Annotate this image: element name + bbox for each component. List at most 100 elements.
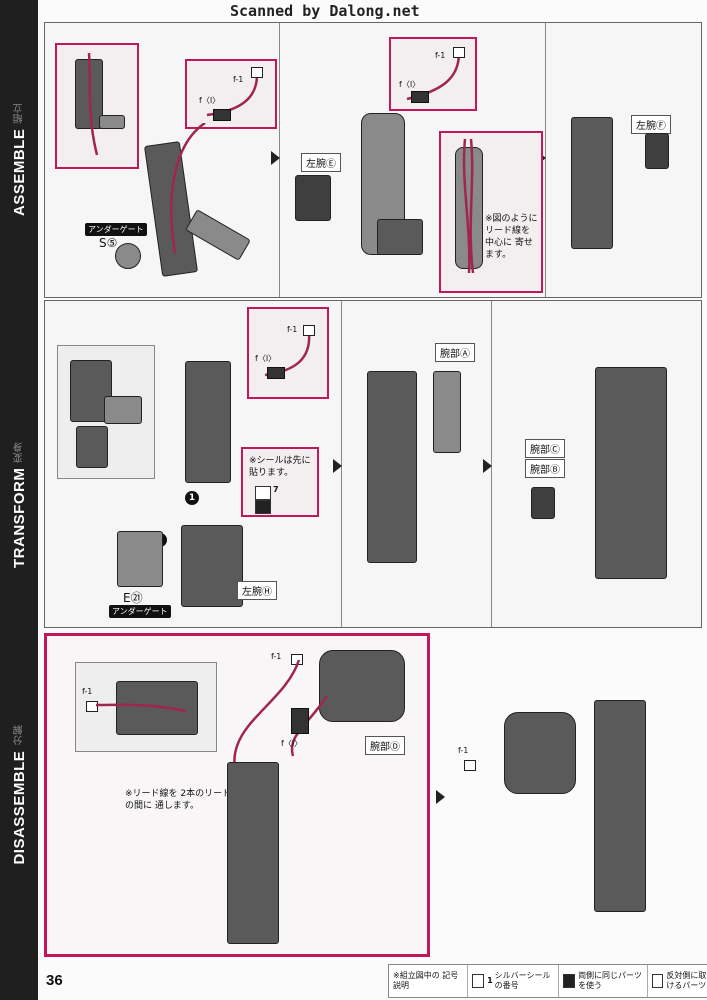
both-sides-icon bbox=[563, 974, 576, 988]
part-label: 左腕Ⓗ bbox=[237, 581, 277, 600]
part-label: 腕部Ⓓ bbox=[365, 736, 405, 755]
part-label: 左腕Ⓕ bbox=[631, 115, 671, 134]
wire-inset: f-1 f〈I〉 bbox=[185, 59, 277, 129]
arm-assembly-part bbox=[227, 762, 279, 944]
part-s5 bbox=[115, 243, 141, 269]
wire-label: f〈I〉 bbox=[199, 96, 221, 105]
page-number: 36 bbox=[46, 972, 63, 989]
wire-label: f-1 bbox=[82, 687, 93, 696]
part-label: 左腕Ⓔ bbox=[301, 153, 341, 172]
hand-part bbox=[76, 426, 108, 468]
legend-silver-seal: 1 シルバーシール の番号 bbox=[468, 965, 559, 997]
instruction-note: ※リード線を 2本のリード線の間に 通します。 bbox=[125, 789, 241, 811]
hand-part bbox=[504, 712, 576, 794]
sidebar-disassemble-en: DISASSEMBLE bbox=[10, 750, 28, 865]
detail-inset: ※図のように リード線を 中心に 寄せます。 bbox=[439, 131, 543, 293]
arm-assembly-part bbox=[367, 371, 417, 563]
sidebar-transform-jp: 変身 bbox=[13, 442, 25, 463]
transform-panel: f-1 f〈I〉 ※シールは先に 貼ります。 7 1 2 E㉑ アンダーゲート … bbox=[44, 300, 702, 628]
elbow-part bbox=[377, 219, 423, 255]
seal-note-inset: ※シールは先に 貼ります。 7 bbox=[241, 447, 319, 517]
legend-seal-number: 1 bbox=[487, 976, 493, 985]
wire-label: f-1 bbox=[233, 75, 244, 84]
legend-both-sides: 両側に同じパーツ を使う bbox=[559, 965, 648, 997]
arm-assembly-part bbox=[571, 117, 613, 249]
legend-both-sides-text: 両側に同じパーツ を使う bbox=[578, 971, 642, 990]
arm-assembly-part bbox=[595, 367, 667, 579]
part-e21 bbox=[117, 531, 163, 587]
seal-number: 7 bbox=[273, 485, 279, 494]
legend-heading: ※組立図中の 記号説明 bbox=[389, 965, 468, 997]
step-arrow-icon bbox=[271, 151, 280, 165]
wire-inset: f-1 f〈I〉 bbox=[247, 307, 329, 399]
sidebar: ASSEMBLE 組立 TRANSFORM 変身 DISASSEMBLE 分解 bbox=[0, 0, 38, 1000]
arm-assembly-part bbox=[594, 700, 646, 912]
sidebar-assemble-en: ASSEMBLE bbox=[10, 129, 28, 217]
detail-inset bbox=[55, 43, 139, 169]
connector-icon bbox=[411, 91, 429, 103]
both-sides-icon bbox=[255, 499, 274, 518]
connector-icon bbox=[453, 47, 465, 58]
silver-seal-icon bbox=[255, 485, 274, 504]
legend-opposite-side-text: 反対側に取り 付けるパーツ bbox=[666, 971, 707, 990]
step-arrow-icon bbox=[483, 459, 492, 473]
hand-part bbox=[319, 650, 405, 722]
lead-wire bbox=[87, 52, 99, 156]
lead-wire bbox=[462, 138, 475, 274]
arm-a-part bbox=[433, 371, 461, 453]
wire-label: f〈I〉 bbox=[281, 739, 303, 748]
connector-icon bbox=[303, 325, 315, 336]
detail-inset bbox=[57, 345, 155, 479]
section-transform-label: TRANSFORM 変身 bbox=[6, 400, 32, 610]
connector-icon bbox=[291, 708, 309, 734]
wire-inset: f-1 f〈I〉 bbox=[389, 37, 477, 111]
left-arm-f-part bbox=[645, 133, 669, 169]
under-gate-label: アンダーゲート bbox=[85, 223, 147, 236]
under-gate-label: アンダーゲート bbox=[109, 605, 171, 618]
instruction-note: ※図のように リード線を 中心に 寄せます。 bbox=[485, 214, 538, 260]
disassemble-panel: f-1 f-1 f〈I〉 腕部Ⓓ ※リード線を 2本のリード線の間に 通します。 bbox=[44, 633, 430, 957]
connector-icon bbox=[267, 367, 285, 379]
part-number: S⑤ bbox=[99, 236, 118, 250]
sidebar-disassemble-jp: 分解 bbox=[13, 725, 25, 747]
wire-label: f-1 bbox=[458, 746, 469, 755]
wire-label: f〈I〉 bbox=[255, 354, 277, 363]
part-number: E㉑ bbox=[123, 591, 143, 605]
part-label: 腕部Ⓐ bbox=[435, 343, 475, 362]
step-arrow-icon bbox=[436, 790, 445, 804]
wire-label: f-1 bbox=[287, 325, 298, 334]
panel-part bbox=[104, 396, 142, 424]
part-label: 腕部Ⓑ bbox=[525, 459, 565, 478]
sidebar-transform-en: TRANSFORM bbox=[10, 467, 28, 568]
detail-inset: f-1 bbox=[75, 662, 217, 752]
section-disassemble-label: DISASSEMBLE 分解 bbox=[6, 680, 32, 910]
section-assemble-label: ASSEMBLE 組立 bbox=[6, 40, 32, 280]
connector-icon bbox=[251, 67, 263, 78]
opposite-side-icon bbox=[652, 974, 664, 988]
assemble-panel: f-1 f〈I〉 アンダーゲート S⑤ 左腕Ⓔ f-1 f〈I〉 ※図のように … bbox=[44, 22, 702, 298]
scan-banner: Scanned by Dalong.net bbox=[230, 2, 420, 20]
step-arrow-icon bbox=[333, 459, 342, 473]
wire-label: f-1 bbox=[435, 51, 446, 60]
seal-note: ※シールは先に 貼ります。 bbox=[249, 456, 311, 478]
wire-label: f-1 bbox=[271, 652, 282, 661]
part-label: 腕部Ⓒ bbox=[525, 439, 565, 458]
arm-b-part bbox=[531, 487, 555, 519]
joint-part bbox=[99, 115, 125, 129]
legend-opposite-side: 反対側に取り 付けるパーツ bbox=[648, 965, 707, 997]
silver-seal-icon bbox=[472, 974, 485, 988]
sidebar-assemble-jp: 組立 bbox=[13, 103, 25, 125]
symbol-legend: ※組立図中の 記号説明 1 シルバーシール の番号 両側に同じパーツ を使う 反… bbox=[388, 964, 707, 998]
connector-icon bbox=[213, 109, 231, 121]
hand-cover-part bbox=[116, 681, 198, 735]
arm-assembly-part bbox=[185, 361, 231, 483]
lead-wire bbox=[170, 123, 206, 254]
connector-icon bbox=[86, 701, 98, 712]
wire-label: f〈I〉 bbox=[399, 80, 421, 89]
connector-icon bbox=[464, 760, 476, 771]
left-arm-e-part bbox=[295, 175, 331, 221]
legend-silver-seal-text: シルバーシール の番号 bbox=[494, 971, 551, 990]
lead-wire bbox=[95, 703, 187, 713]
step-number-1: 1 bbox=[185, 485, 199, 505]
